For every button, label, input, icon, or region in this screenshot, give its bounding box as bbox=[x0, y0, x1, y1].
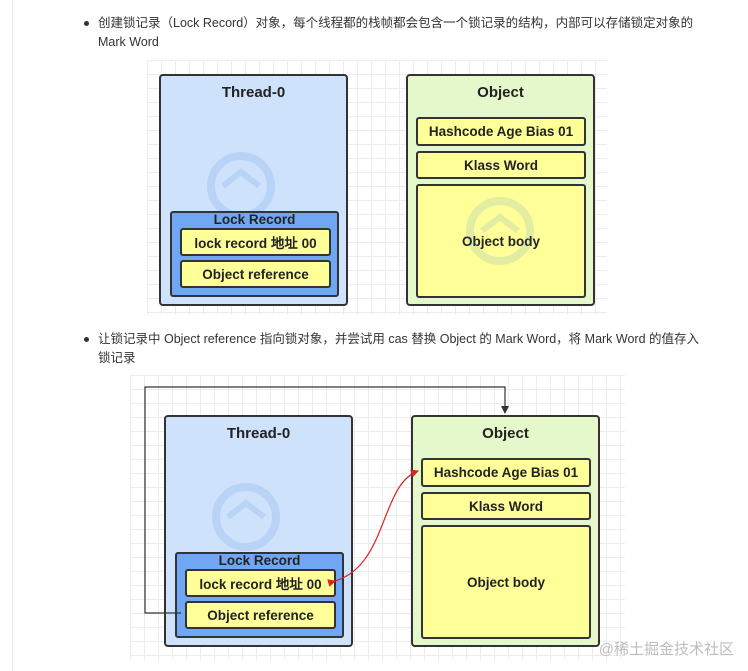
lock-record-title: Lock Record bbox=[213, 212, 296, 227]
object-title: Object bbox=[477, 84, 524, 101]
mark-word-field: Hashcode Age Bias 01 bbox=[421, 458, 591, 487]
object-body-field: Object body bbox=[416, 184, 586, 298]
diagram-1: Thread-0 Lock Record lock record 地址 00 O… bbox=[147, 60, 607, 315]
object-panel: Object Hashcode Age Bias 01 Klass Word O… bbox=[411, 415, 600, 647]
bullet-item-2: 让锁记录中 Object reference 指向锁对象，并尝试用 cas 替换… bbox=[84, 330, 704, 368]
bullet-dot bbox=[84, 21, 89, 26]
site-watermark: @稀土掘金技术社区 bbox=[598, 641, 734, 658]
object-body-field: Object body bbox=[421, 525, 591, 639]
object-reference-field: Object reference bbox=[185, 601, 336, 629]
mark-word-field: Hashcode Age Bias 01 bbox=[416, 117, 586, 146]
lock-record-box: Lock Record lock record 地址 00 Object ref… bbox=[170, 211, 339, 297]
object-panel: Object Hashcode Age Bias 01 Klass Word O… bbox=[406, 74, 595, 306]
lock-record-title: Lock Record bbox=[218, 553, 301, 568]
thread-panel: Thread-0 Lock Record lock record 地址 00 O… bbox=[159, 74, 348, 306]
watermark-logo-icon bbox=[466, 197, 534, 265]
cas-swap-arrow bbox=[327, 469, 419, 587]
object-title: Object bbox=[482, 425, 529, 442]
klass-word-field: Klass Word bbox=[421, 492, 591, 520]
diagram-arrows bbox=[144, 386, 509, 614]
page-border bbox=[12, 0, 13, 671]
diagram-2: Thread-0 Lock Record lock record 地址 00 O… bbox=[130, 375, 625, 660]
lock-record-box: Lock Record lock record 地址 00 Object ref… bbox=[175, 552, 344, 638]
bullet-text-1: 创建锁记录（Lock Record）对象，每个线程都的栈帧都会包含一个锁记录的结… bbox=[98, 16, 694, 49]
lock-record-address-field: lock record 地址 00 bbox=[180, 228, 331, 256]
lock-record-address-field: lock record 地址 00 bbox=[185, 569, 336, 597]
object-reference-arrow bbox=[144, 386, 509, 614]
thread-panel: Thread-0 Lock Record lock record 地址 00 O… bbox=[164, 415, 353, 647]
klass-word-field: Klass Word bbox=[416, 151, 586, 179]
bullet-dot bbox=[84, 337, 89, 342]
thread-title: Thread-0 bbox=[221, 84, 286, 101]
bullet-item-1: 创建锁记录（Lock Record）对象，每个线程都的栈帧都会包含一个锁记录的结… bbox=[84, 14, 704, 52]
bullet-text-2: 让锁记录中 Object reference 指向锁对象，并尝试用 cas 替换… bbox=[98, 332, 700, 365]
thread-title: Thread-0 bbox=[226, 425, 291, 442]
object-reference-field: Object reference bbox=[180, 260, 331, 288]
watermark-logo-icon bbox=[212, 483, 280, 551]
